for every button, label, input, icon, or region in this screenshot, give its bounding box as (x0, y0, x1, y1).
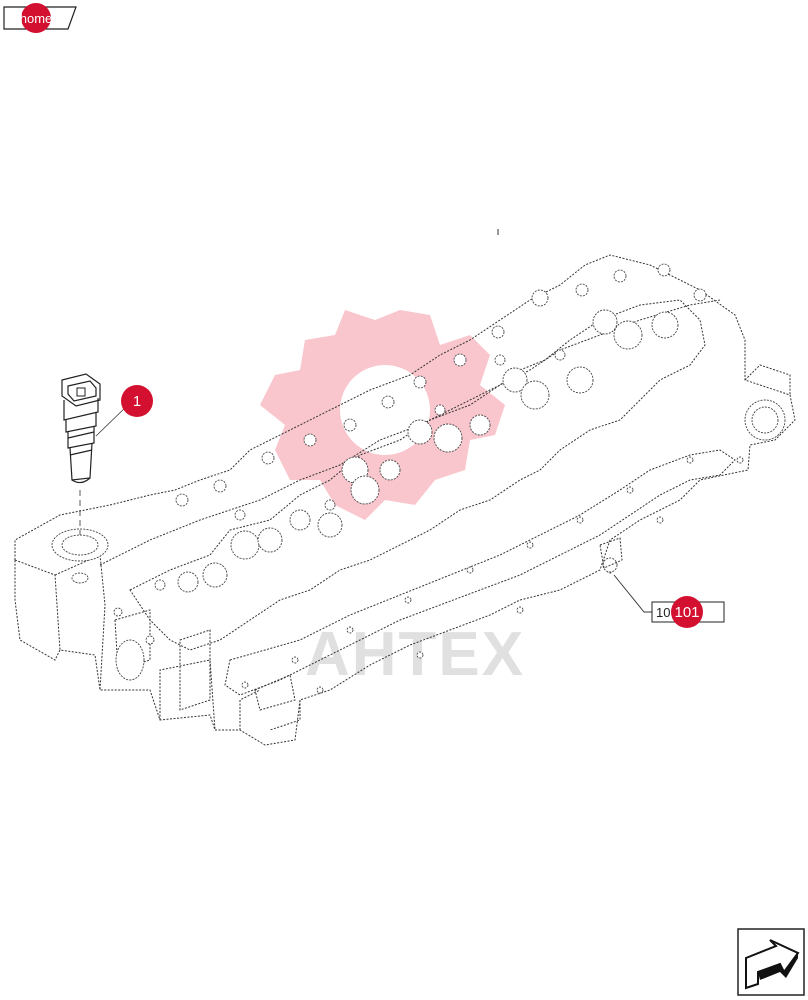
watermark-text: AHTEX (305, 620, 525, 689)
arrow-next-icon (745, 939, 800, 990)
ref-leader-101 (613, 574, 652, 613)
bolt-bosses (175, 263, 707, 507)
callout-1[interactable]: 1 (121, 385, 153, 417)
home-button[interactable]: home (3, 3, 77, 33)
home-label: home (20, 11, 53, 26)
flange-holes (241, 456, 744, 694)
watermark-logo (260, 310, 505, 520)
callout-1-number: 1 (133, 393, 141, 410)
callout-101[interactable]: 101 (671, 596, 703, 628)
rear-face (599, 399, 786, 573)
valve-bores (154, 309, 679, 593)
callout-101-number: 101 (674, 604, 699, 621)
next-page-button[interactable] (737, 928, 805, 996)
sensor-bore (51, 528, 155, 681)
temperature-sender (61, 373, 129, 535)
